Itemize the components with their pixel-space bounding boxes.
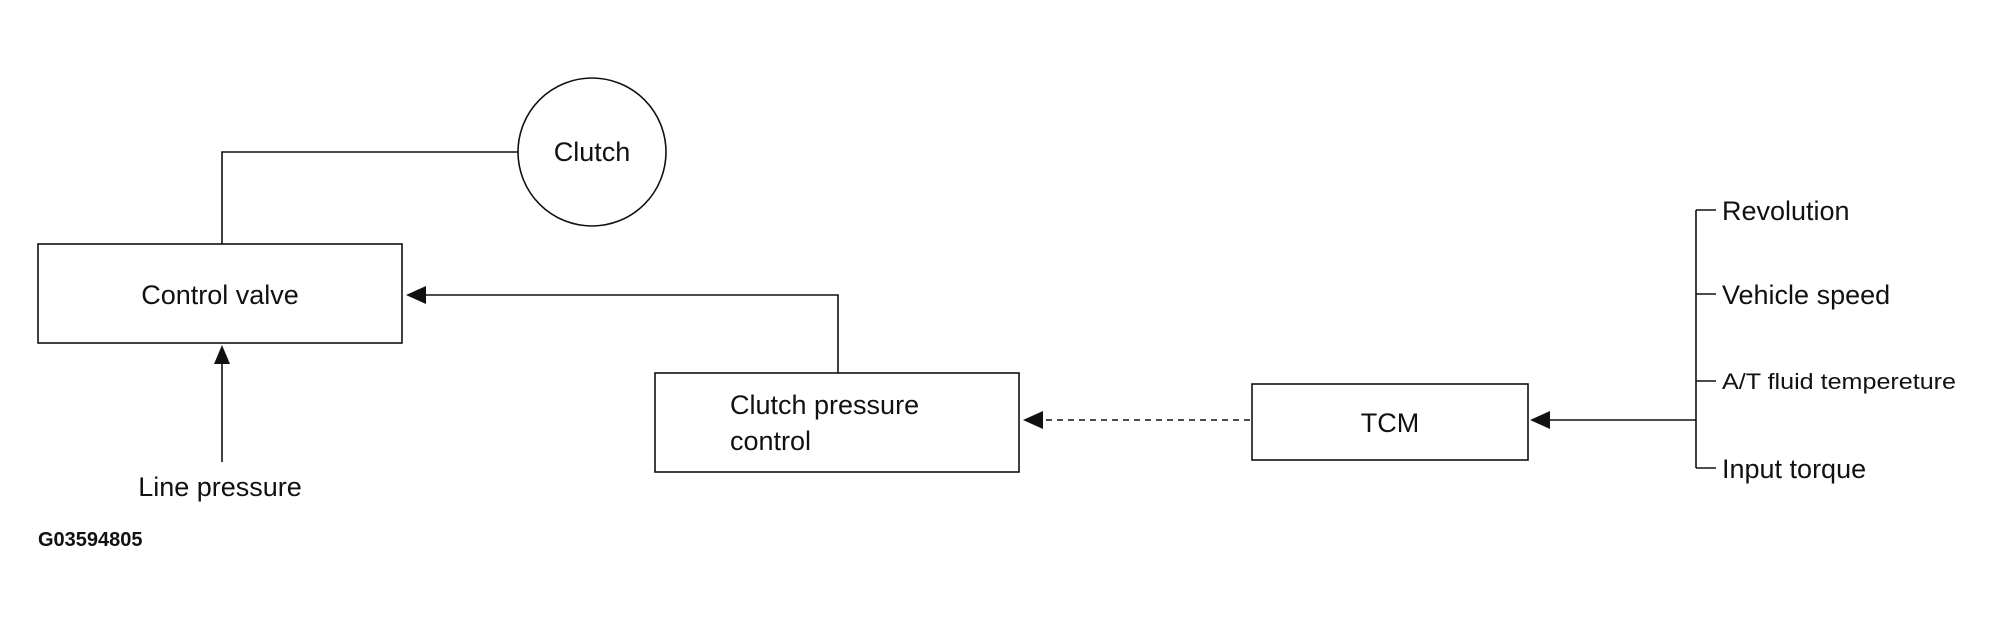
input-label-vehicle-speed: Vehicle speed — [1722, 280, 1890, 310]
control-valve-input-arrowhead — [406, 286, 426, 304]
clutch-pressure-control-label-line1: Clutch pressure — [730, 390, 919, 420]
clutch-pressure-control-label-line2: control — [730, 426, 811, 456]
line-pressure-arrowhead — [214, 345, 230, 364]
clutch-pressure-control-node — [654, 372, 1020, 473]
figure-code: G03594805 — [38, 529, 143, 551]
tcm-node — [1251, 383, 1529, 461]
input-label-input-torque: Input torque — [1722, 454, 1866, 484]
control-valve-node — [37, 243, 403, 344]
tcm-input-arrowhead — [1530, 411, 1550, 429]
pressure-control-to-control-valve-line — [426, 294, 839, 373]
pressure-control-input-arrowhead — [1023, 411, 1043, 429]
line-pressure-label: Line pressure — [138, 472, 302, 502]
control-valve-label: Control valve — [141, 280, 299, 310]
input-label-revolution: Revolution — [1722, 196, 1850, 226]
clutch-to-control-valve-line — [221, 151, 518, 244]
clutch-label: Clutch — [554, 137, 631, 167]
input-label-fluid-temperature: A/T fluid tempereture — [1722, 369, 1956, 394]
tcm-label: TCM — [1361, 408, 1419, 438]
